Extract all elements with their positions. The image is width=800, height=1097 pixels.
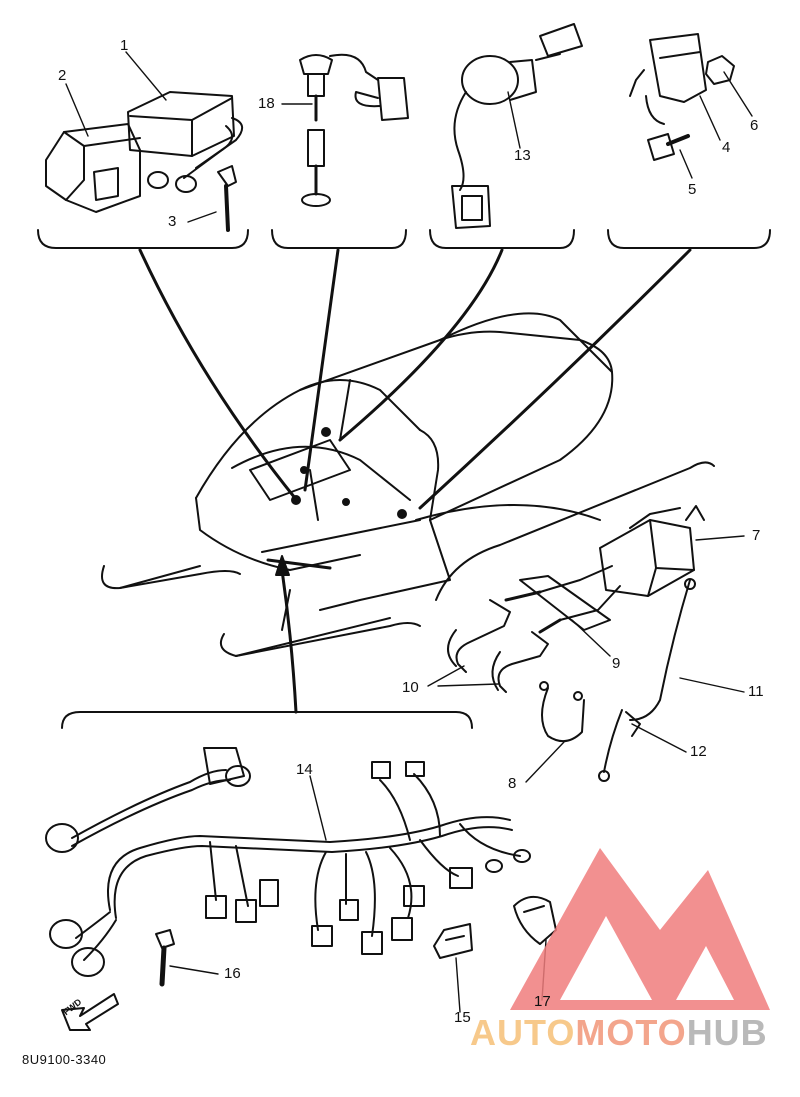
bracket-group-3 [429, 229, 575, 249]
bracket-coil [435, 461, 715, 601]
bracket-group-2 [271, 229, 407, 249]
part-cable-tie [155, 929, 175, 987]
snowmobile-components [291, 427, 407, 519]
watermark-hub: HUB [686, 1012, 768, 1053]
leader-line-3 [338, 248, 504, 442]
callout-17: 17 [534, 993, 551, 1010]
callout-9: 9 [612, 655, 621, 672]
callout-8: 8 [508, 775, 517, 792]
bracket-group-1 [37, 229, 249, 249]
bracket-group-4 [607, 229, 771, 249]
snowmobile-body [195, 312, 614, 611]
callout-18: 18 [258, 95, 275, 112]
leader-arrow-harness [275, 555, 290, 576]
callout-13: 13 [514, 147, 531, 164]
part-clamp [539, 681, 585, 743]
watermark-text: AUTOMOTOHUB [470, 1012, 768, 1054]
callout-10: 10 [402, 679, 419, 696]
part-plug-leads [504, 575, 611, 634]
callout-11: 11 [748, 683, 764, 700]
snowmobile-skis [101, 565, 421, 657]
part-plug-caps [447, 599, 549, 693]
callout-4: 4 [722, 139, 731, 156]
part-main-switch [451, 23, 583, 229]
fwd-arrow [61, 993, 119, 1031]
callout-5: 5 [688, 181, 697, 198]
callout-1: 1 [120, 37, 129, 54]
callout-6: 6 [750, 117, 759, 134]
leader-line-4 [418, 248, 692, 510]
part-clip [433, 923, 473, 959]
part-ignition-coil [539, 505, 705, 621]
part-holder [513, 895, 557, 945]
drawing-code: 8U9100-3340 [22, 1052, 107, 1067]
leader-line-harness [280, 568, 298, 714]
callout-15: 15 [454, 1009, 471, 1026]
callout-14: 14 [296, 761, 313, 778]
callout-3: 3 [168, 213, 177, 230]
leader-line-1 [138, 248, 297, 500]
leader-line-2 [303, 248, 340, 492]
bracket-harness [61, 711, 473, 729]
callout-16: 16 [224, 965, 241, 982]
part-cover [45, 123, 141, 213]
part-screw [217, 165, 237, 232]
leader-line-coil [415, 504, 601, 521]
part-switch-plunger [299, 53, 409, 207]
watermark-logo [510, 848, 770, 1010]
part-bolt [647, 133, 690, 161]
part-regulator [629, 33, 707, 125]
callout-2: 2 [58, 67, 67, 84]
part-wire-harness [45, 747, 531, 977]
callout-leaders [65, 51, 753, 1013]
part-cdi-unit [127, 91, 243, 193]
part-nut [705, 55, 735, 85]
watermark-moto: MOTO [575, 1012, 687, 1053]
part-ground-lead [598, 578, 696, 782]
callout-12: 12 [690, 743, 707, 760]
callout-7: 7 [752, 527, 761, 544]
watermark-auto: AUTO [470, 1012, 576, 1053]
